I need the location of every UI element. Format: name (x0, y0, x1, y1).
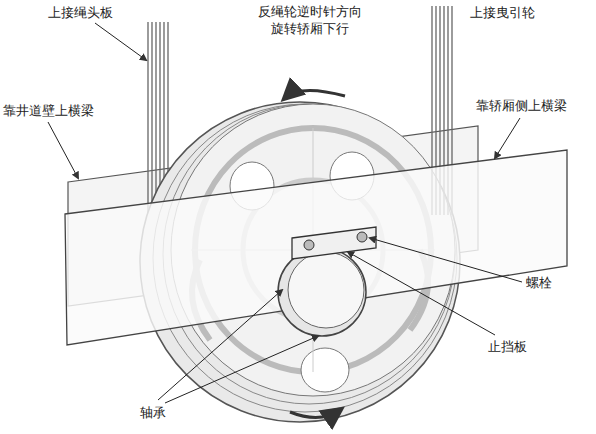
part-label: 止挡板 (488, 338, 548, 355)
part-label: 上接曳引轮 (470, 4, 560, 21)
part-label: 靠井道壁上横梁 (3, 102, 113, 119)
part-label: 靠轿厢侧上横梁 (476, 97, 588, 114)
rotation-arrow (290, 410, 340, 418)
front-beam (65, 150, 567, 345)
part-label: 轴承 (140, 404, 180, 421)
rotation-arrow (285, 90, 345, 98)
stop-plate (292, 227, 376, 259)
bolt (357, 232, 367, 242)
leader-lines (48, 23, 522, 403)
bolt (304, 240, 314, 250)
part-label: 螺栓 (526, 274, 566, 291)
bearing (278, 248, 366, 336)
part-label: 上接绳头板 (48, 4, 138, 21)
motion-note: 反绳轮逆时针方向 旋转轿厢下行 (254, 3, 366, 37)
